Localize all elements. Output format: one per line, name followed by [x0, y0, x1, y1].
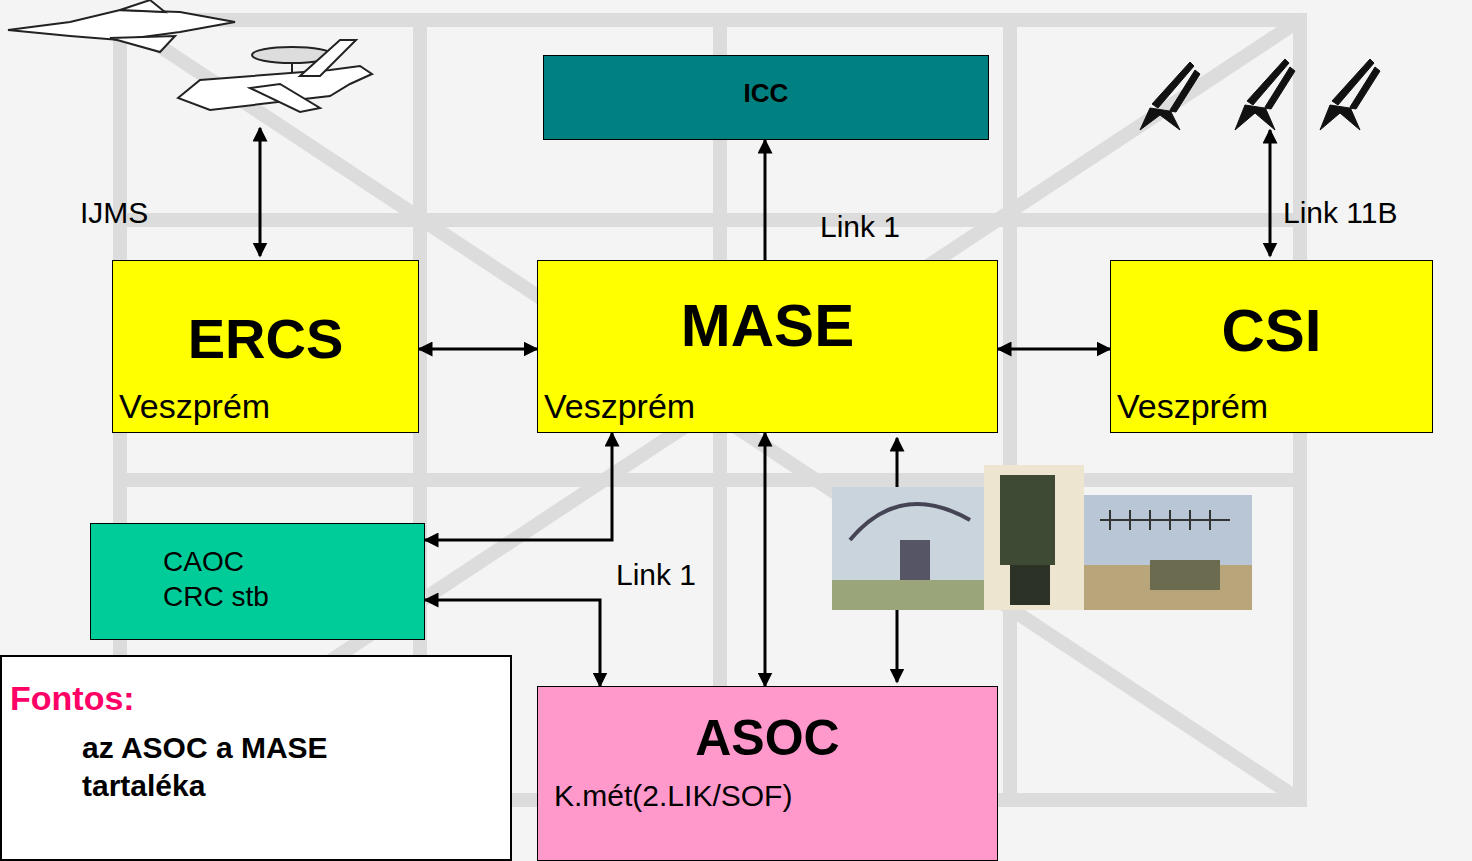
node-subtitle: Veszprém [119, 387, 270, 426]
link11b-link [1269, 130, 1272, 256]
node-title: ERCS [113, 306, 418, 371]
connector-arrow [419, 348, 537, 351]
awacs-aircraft [178, 40, 372, 112]
node-title: CSI [1111, 296, 1432, 365]
link-label: Link 1 [616, 558, 696, 592]
node-title: MASE [538, 291, 997, 360]
asoc-box: ASOC K.mét(2.LIK/SOF) [537, 686, 998, 861]
node-subtitle: az ASOC a MASE tartaléka [82, 729, 382, 804]
radar-photos [832, 465, 1252, 610]
icc-box: ICC [543, 55, 989, 140]
link-label: Link 11B [1283, 196, 1398, 230]
connector-arrow [764, 433, 767, 686]
link-label: Link 1 [820, 210, 900, 244]
missile-launchers [1140, 59, 1380, 130]
csi-box: CSI Veszprém [1110, 260, 1433, 433]
node-title: CAOC CRC stb [163, 544, 283, 614]
node-title: Fontos: [10, 679, 135, 718]
note-box: Fontos: az ASOC a MASE tartaléka [0, 655, 512, 861]
ercs-box: ERCS Veszprém [112, 260, 419, 433]
node-title: ICC [544, 78, 988, 109]
connector-arrow [764, 140, 767, 260]
node-subtitle: Veszprém [1117, 387, 1268, 426]
node-subtitle: Veszprém [544, 387, 695, 426]
fighter-jet [8, 0, 235, 52]
mase-box: MASE Veszprém [537, 260, 998, 433]
connector-arrow [425, 433, 612, 540]
link-label: IJMS [80, 196, 148, 230]
node-subtitle: K.mét(2.LIK/SOF) [554, 779, 792, 813]
node-title: ASOC [538, 709, 997, 767]
caoc-box: CAOC CRC stb [90, 523, 425, 640]
ijms-link [259, 128, 262, 256]
connector-arrow [998, 348, 1110, 351]
